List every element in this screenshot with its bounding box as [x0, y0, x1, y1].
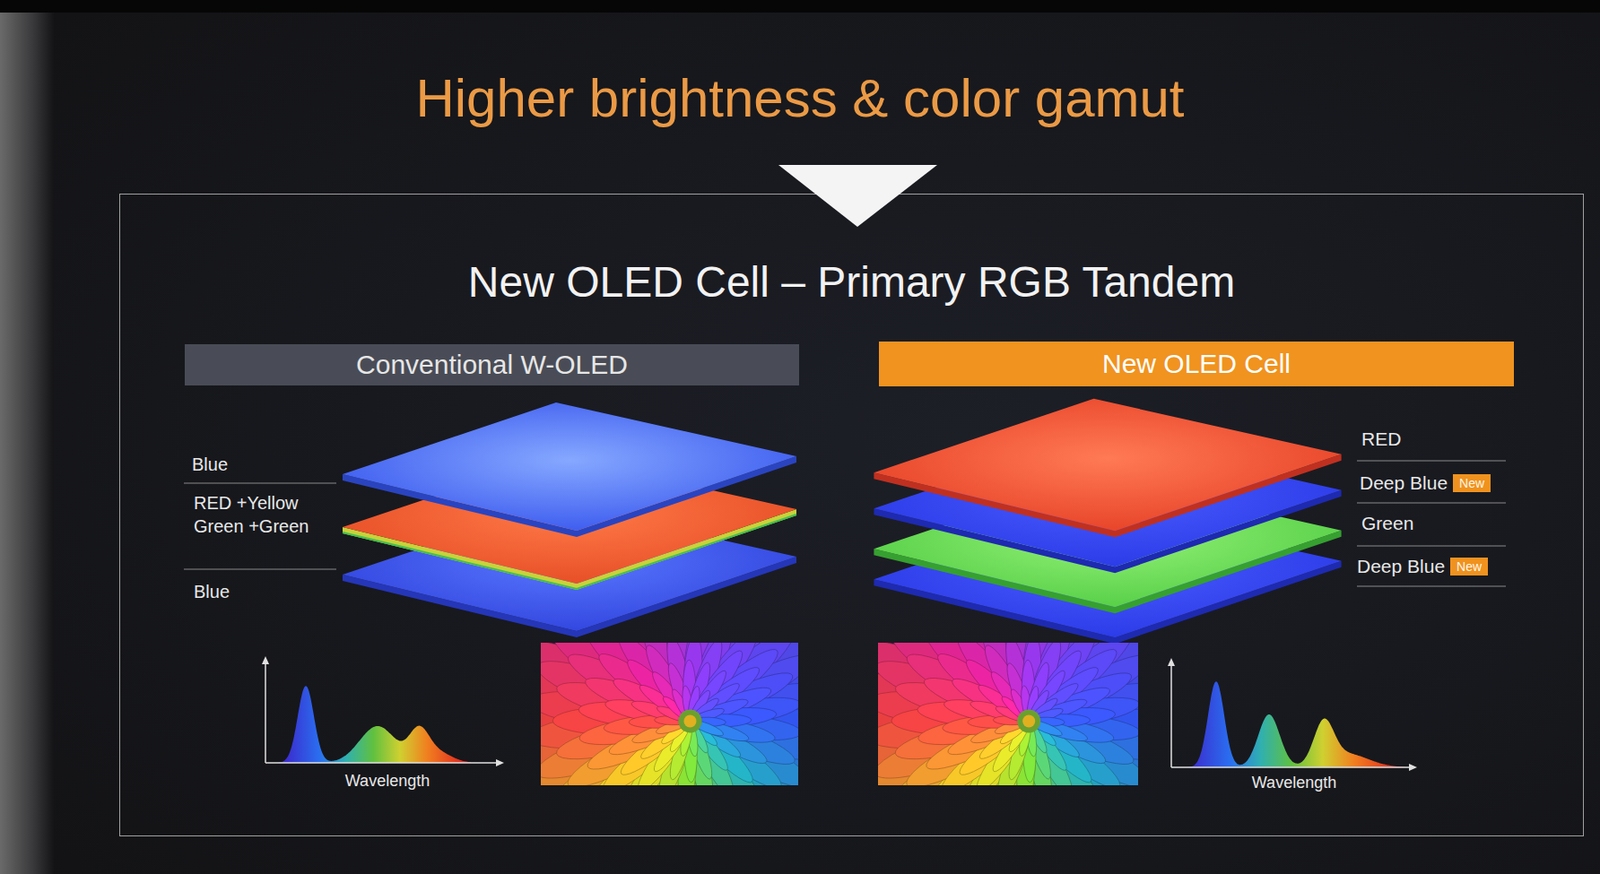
y-axis — [1170, 665, 1173, 768]
layer-label: Blue — [193, 580, 230, 604]
x-axis — [1171, 766, 1410, 769]
node-text: New — [1459, 477, 1485, 490]
new-badge: New — [1452, 474, 1491, 493]
separator-line — [183, 569, 337, 571]
flower-center — [678, 709, 702, 733]
axis-arrowhead — [1408, 764, 1418, 772]
separator-line — [1356, 460, 1506, 462]
layer-label: Deep Blue — [1356, 554, 1445, 579]
layer-label: Green — [1361, 511, 1414, 536]
x-axis — [265, 762, 497, 765]
new-badge: New — [1450, 557, 1488, 576]
separator-line — [1356, 546, 1506, 548]
flower-center — [1022, 714, 1035, 728]
separator-line — [183, 483, 337, 485]
y-axis — [264, 663, 267, 764]
section-band: New OLED Cell — [878, 341, 1514, 387]
spectrum-axes — [1167, 658, 1418, 772]
node-text: New OLED Cell – Primary RGB Tandem — [120, 260, 1583, 305]
node-text: Conventional W-OLED — [356, 351, 628, 379]
section-band: Conventional W-OLED — [184, 344, 800, 386]
layer-label: Deep Blue — [1359, 470, 1448, 496]
plate-face — [342, 402, 797, 531]
separator-line — [1356, 503, 1506, 505]
axis-arrowhead — [1167, 658, 1175, 667]
flower-photo — [540, 643, 799, 786]
spectrum-curve — [278, 686, 471, 764]
photo-edge — [0, 0, 54, 874]
separator-line — [1356, 586, 1506, 588]
axis-arrowhead — [261, 656, 270, 665]
slide-title: Higher brightness & color gamut — [0, 71, 1600, 126]
spectrum-curve — [1183, 681, 1405, 768]
flower-center — [1017, 709, 1041, 733]
flower-center — [683, 714, 696, 728]
axis-label: Wavelength — [1252, 773, 1337, 794]
node-text: New — [1456, 560, 1482, 574]
photo-edge — [0, 0, 1600, 13]
layer-label: RED +Yellow Green +Green — [193, 491, 320, 539]
layer-label: Blue — [191, 452, 228, 477]
flower-photo — [878, 643, 1139, 786]
oled-layer-plate — [873, 399, 1341, 538]
axis-arrowhead — [495, 759, 505, 767]
layer-label: RED — [1361, 426, 1401, 452]
node-text: New OLED Cell — [1102, 350, 1291, 378]
axis-label: Wavelength — [345, 771, 430, 792]
plate-face — [873, 399, 1341, 531]
down-triangle — [778, 165, 938, 227]
spectrum-axes — [261, 656, 505, 767]
oled-layer-plate — [342, 402, 797, 538]
diagram-frame: New OLED Cell – Primary RGB TandemConven… — [119, 193, 1584, 837]
